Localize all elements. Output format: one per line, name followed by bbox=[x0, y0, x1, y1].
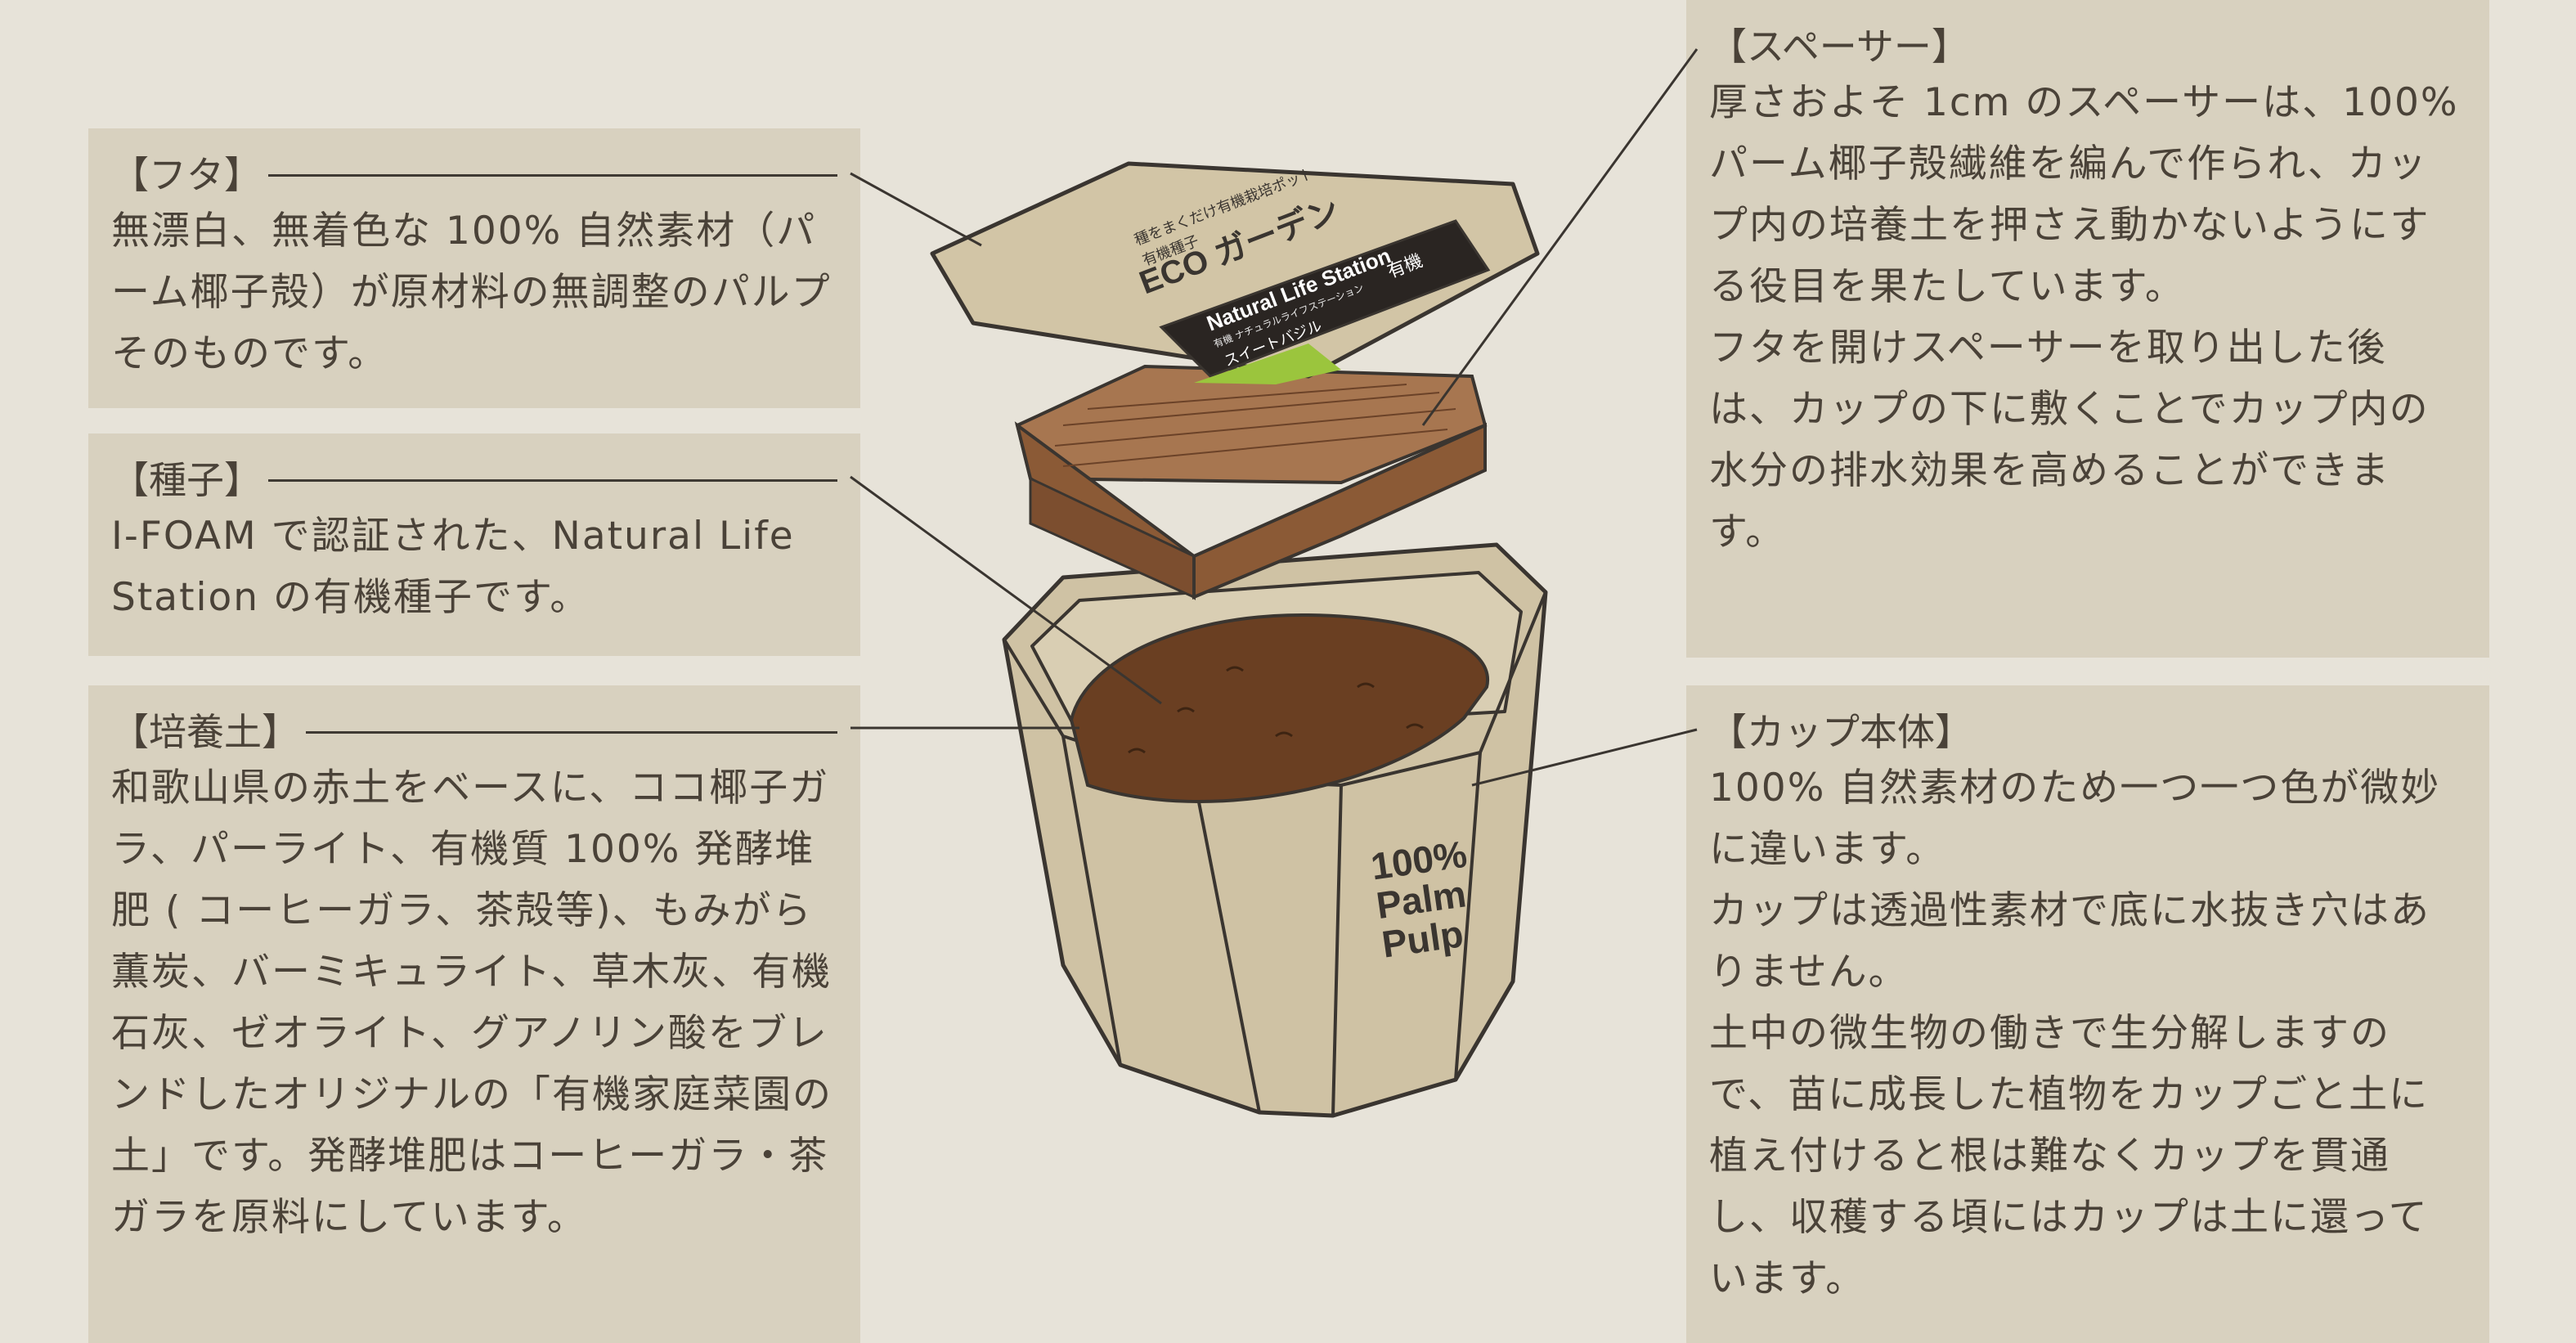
lid: ECO ガーデン 種をまくだけ有機栽培ポット 有機種子 Natural Life… bbox=[930, 161, 1540, 384]
spacer-text-2: フタを開けスペーサーを取り出した後は、カップの下に敷くことでカップ内の水分の排水… bbox=[1709, 326, 2430, 555]
leader-lines bbox=[850, 48, 1699, 787]
lid-description-panel: 【フタ】 無漂白、無着色な 100% 自然素材（パーム椰子殻）が原材料の無調整の… bbox=[88, 128, 860, 408]
soil-description-panel: 【培養土】 和歌山県の赤土をベースに、ココ椰子ガラ、パーライト、有機質 100%… bbox=[88, 685, 860, 1343]
seed-text: I-FOAM で認証された、Natural Life Station の有機種子… bbox=[111, 514, 795, 620]
spacer-description-panel: 【スペーサー】 厚さおよそ 1cm のスペーサーは、100% パーム椰子殻繊維を… bbox=[1686, 0, 2489, 658]
soil-heading: 【培養土】 bbox=[111, 710, 299, 754]
cup-heading: 【カップ本体】 bbox=[1709, 710, 1972, 754]
lid-text: 無漂白、無着色な 100% 自然素材（パーム椰子殻）が原材料の無調整のパルプその… bbox=[111, 209, 832, 376]
spacer-heading: 【スペーサー】 bbox=[1709, 25, 1969, 69]
leader-line bbox=[306, 730, 837, 734]
seed-heading: 【種子】 bbox=[111, 458, 262, 502]
leader-line bbox=[268, 173, 837, 177]
soil-text: 和歌山県の赤土をベースに、ココ椰子ガラ、パーライト、有機質 100% 発酵堆肥 … bbox=[111, 766, 832, 1240]
cup-description-panel: 【カップ本体】 100% 自然素材のため一つ一つ色が微妙に違います。 カップは透… bbox=[1686, 685, 2489, 1343]
cup-text-2: カップは透過性素材で底に水抜き穴はありません。 bbox=[1709, 888, 2430, 995]
spacer-mat bbox=[1014, 364, 1488, 600]
spacer-text-1: 厚さおよそ 1cm のスペーサーは、100% パーム椰子殻繊維を編んで作られ、カ… bbox=[1709, 80, 2459, 309]
leader-line bbox=[268, 478, 837, 482]
lid-heading: 【フタ】 bbox=[111, 153, 262, 197]
cup-text-3: 土中の微生物の働きで生分解しますので、苗に成長した植物をカップごと土に植え付ける… bbox=[1709, 1011, 2430, 1301]
seed-description-panel: 【種子】 I-FOAM で認証された、Natural Life Station … bbox=[88, 433, 860, 656]
soil bbox=[1069, 613, 1490, 803]
cup-print: 100% Palm Pulp bbox=[1368, 833, 1470, 966]
cup-text-1: 100% 自然素材のため一つ一つ色が微妙に違います。 bbox=[1709, 766, 2441, 872]
